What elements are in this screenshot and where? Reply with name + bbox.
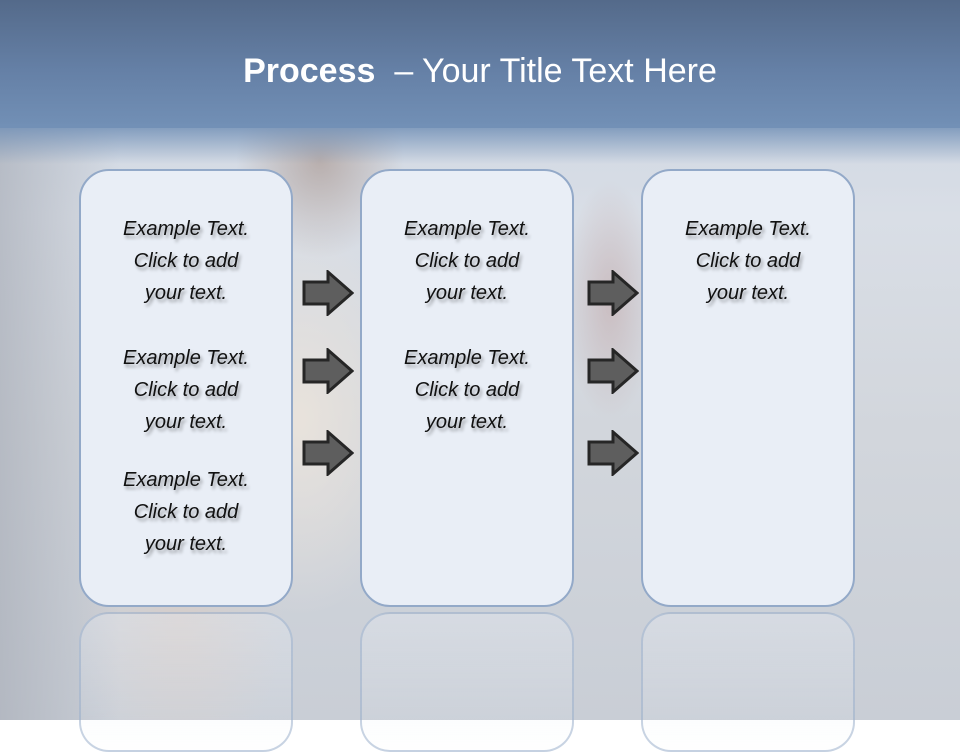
- text-line: your text.: [144, 411, 228, 433]
- text-line: Click to add: [133, 501, 239, 523]
- text-block[interactable]: Example Text. Click to add your text.: [362, 342, 572, 438]
- text-line: your text.: [144, 282, 228, 304]
- text-line: Click to add: [695, 250, 801, 272]
- box-reflection-1: [79, 612, 293, 752]
- box-reflection-2: [360, 612, 574, 752]
- process-box-2[interactable]: Example Text. Click to add your text. Ex…: [360, 169, 574, 607]
- right-arrow-icon: [302, 270, 354, 316]
- title-rest: – Your Title Text Here: [375, 52, 717, 90]
- text-block[interactable]: Example Text. Click to add your text.: [81, 213, 291, 309]
- right-arrow-icon: [302, 430, 354, 476]
- title-banner: [0, 0, 960, 128]
- right-arrow-icon: [587, 430, 639, 476]
- right-arrow-icon: [302, 348, 354, 394]
- text-line: Example Text.: [404, 347, 530, 369]
- text-line: Click to add: [414, 250, 520, 272]
- title-bold: Process: [243, 52, 376, 90]
- text-line: Example Text.: [123, 218, 249, 240]
- text-block[interactable]: Example Text. Click to add your text.: [81, 342, 291, 438]
- text-line: Click to add: [133, 250, 239, 272]
- process-box-3[interactable]: Example Text. Click to add your text.: [641, 169, 855, 607]
- slide-title[interactable]: Process – Your Title Text Here: [0, 52, 960, 91]
- text-line: Example Text.: [123, 469, 249, 491]
- text-line: Example Text.: [685, 218, 811, 240]
- text-line: Click to add: [414, 379, 520, 401]
- text-block[interactable]: Example Text. Click to add your text.: [81, 464, 291, 560]
- text-line: Click to add: [133, 379, 239, 401]
- text-line: your text.: [425, 282, 509, 304]
- text-line: Example Text.: [123, 347, 249, 369]
- text-line: Example Text.: [404, 218, 530, 240]
- text-line: your text.: [425, 411, 509, 433]
- banner-fade: [0, 124, 960, 164]
- text-line: your text.: [706, 282, 790, 304]
- right-arrow-icon: [587, 270, 639, 316]
- right-arrow-icon: [587, 348, 639, 394]
- text-block[interactable]: Example Text. Click to add your text.: [643, 213, 853, 309]
- text-block[interactable]: Example Text. Click to add your text.: [362, 213, 572, 309]
- text-line: your text.: [144, 533, 228, 555]
- process-box-1[interactable]: Example Text. Click to add your text. Ex…: [79, 169, 293, 607]
- box-reflection-3: [641, 612, 855, 752]
